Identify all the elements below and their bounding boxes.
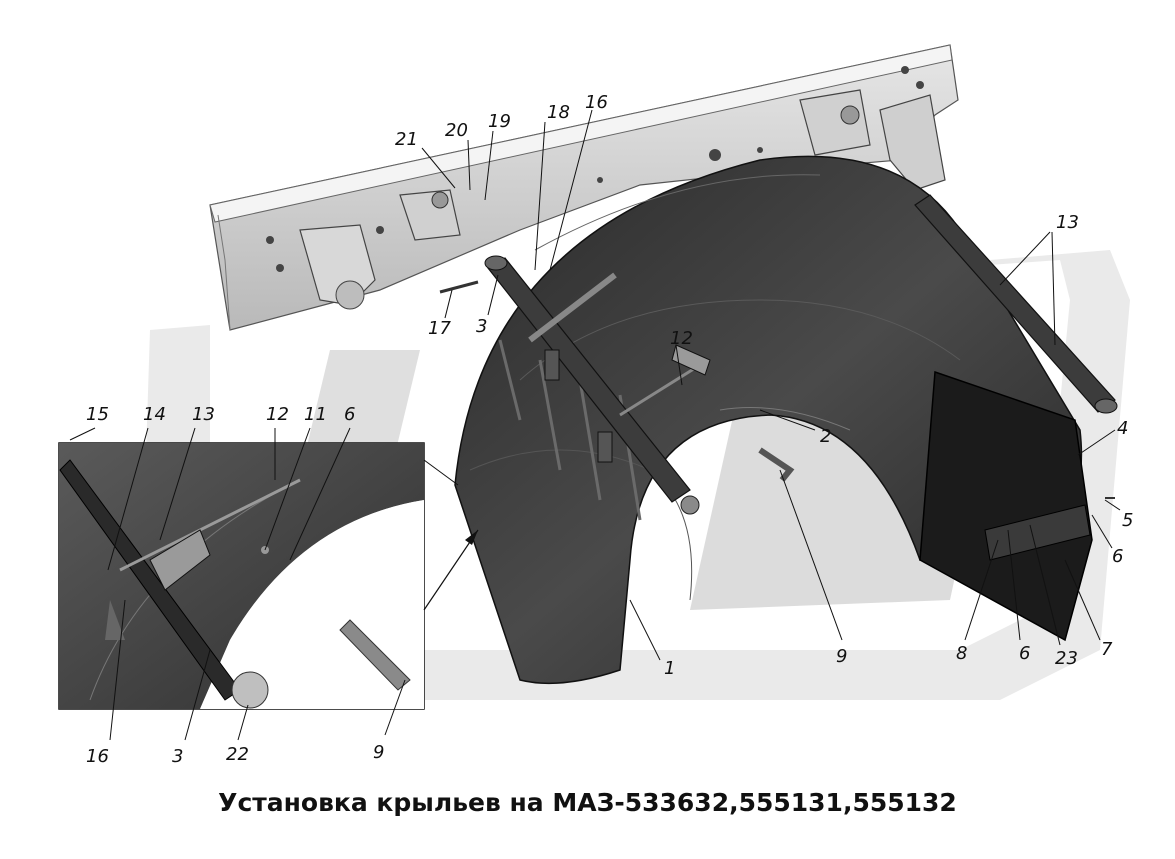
callout-3-main: 3 [476, 316, 488, 337]
callout-12-main: 12 [670, 328, 693, 349]
callout-5: 5 [1122, 510, 1134, 531]
callout-1: 1 [664, 658, 676, 679]
callout-20: 20 [445, 120, 468, 141]
callout-6-inset: 6 [344, 404, 356, 425]
callout-16-inset: 16 [86, 746, 109, 767]
small-parts [439, 280, 1115, 499]
callout-12-inset: 12 [266, 404, 289, 425]
callout-9-inset: 9 [373, 742, 385, 763]
callout-13-inset: 13 [192, 404, 215, 425]
callout-4: 4 [1117, 418, 1129, 439]
callout-8: 8 [956, 643, 968, 664]
callout-6-right-b: 6 [1019, 643, 1031, 664]
callout-9-main: 9 [836, 646, 848, 667]
callout-11: 11 [304, 404, 327, 425]
callout-22: 22 [226, 744, 249, 765]
callout-13-right: 13 [1056, 212, 1079, 233]
callout-7: 7 [1101, 639, 1113, 660]
callout-17: 17 [428, 318, 451, 339]
callout-6-right-a: 6 [1112, 546, 1124, 567]
callout-23: 23 [1055, 648, 1078, 669]
chassis-frame-rail [209, 44, 959, 331]
callout-3-inset: 3 [172, 746, 184, 767]
callout-2: 2 [820, 426, 832, 447]
figure-caption: Установка крыльев на МАЗ-533632,555131,5… [218, 788, 957, 817]
callout-16-top: 16 [585, 92, 608, 113]
leader-lines [69, 109, 1121, 741]
support-tubes [484, 194, 1118, 515]
callout-21: 21 [395, 129, 418, 150]
detail-inset [58, 442, 479, 710]
callout-19: 19 [488, 111, 511, 132]
callout-15: 15 [86, 404, 109, 425]
mud-flap [919, 370, 1093, 642]
callout-14: 14 [143, 404, 166, 425]
callout-18: 18 [547, 102, 570, 123]
